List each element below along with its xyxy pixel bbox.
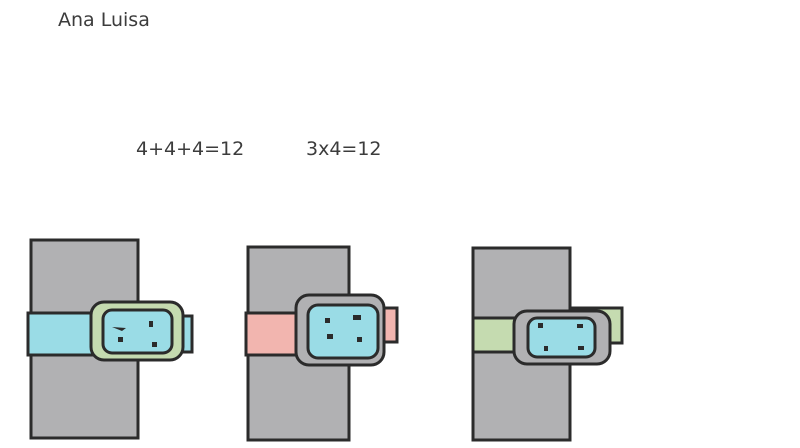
equation-multiplication: 3x4=12 (306, 138, 382, 160)
strap-left (26, 311, 96, 357)
watch-drawing-1 (26, 238, 194, 440)
strap-left (244, 311, 300, 357)
watch-screen (306, 303, 380, 360)
author-name: Ana Luisa (58, 9, 150, 31)
screen-marks (112, 321, 157, 347)
equation-addition: 4+4+4=12 (136, 138, 245, 160)
strap-left (471, 316, 518, 354)
watch-drawing-3 (471, 246, 624, 442)
screen-marks (538, 323, 584, 351)
watch-drawing-2 (244, 245, 399, 442)
watch-screen (101, 308, 174, 355)
screen-marks (325, 315, 362, 342)
